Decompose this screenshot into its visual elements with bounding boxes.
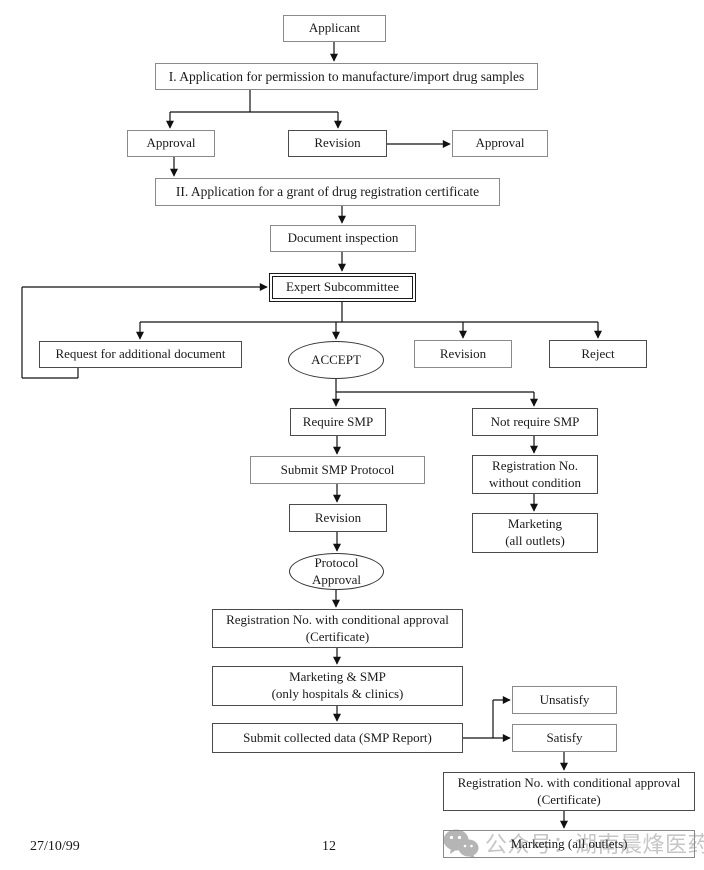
node-applicant: Applicant bbox=[283, 15, 386, 42]
node-submit-smp-protocol: Submit SMP Protocol bbox=[250, 456, 425, 484]
node-request-additional-document: Request for additional document bbox=[39, 341, 242, 368]
node-revision-mid: Revision bbox=[414, 340, 512, 368]
node-step1-application-samples: I. Application for permission to manufac… bbox=[155, 63, 538, 90]
node-not-require-smp: Not require SMP bbox=[472, 408, 598, 436]
node-registration-conditional-1: Registration No. with conditional approv… bbox=[212, 609, 463, 648]
node-registration-no-without-condition: Registration No. without condition bbox=[472, 455, 598, 494]
node-registration-conditional-2: Registration No. with conditional approv… bbox=[443, 772, 695, 811]
node-approval-right: Approval bbox=[452, 130, 548, 157]
node-step2-registration-certificate: II. Application for a grant of drug regi… bbox=[155, 178, 500, 206]
node-unsatisfy: Unsatisfy bbox=[512, 686, 617, 714]
node-revision-low: Revision bbox=[289, 504, 387, 532]
footer-date: 27/10/99 bbox=[30, 839, 80, 854]
footer-page-number: 12 bbox=[322, 839, 336, 854]
node-require-smp: Require SMP bbox=[290, 408, 386, 436]
node-marketing-all-outlets-bottom: Marketing (all outlets) bbox=[443, 830, 695, 858]
node-approval-left: Approval bbox=[127, 130, 215, 157]
node-marketing-all-outlets-right: Marketing (all outlets) bbox=[472, 513, 598, 553]
node-accept: ACCEPT bbox=[288, 341, 384, 379]
node-submit-collected-data: Submit collected data (SMP Report) bbox=[212, 723, 463, 753]
node-revision-top: Revision bbox=[288, 130, 387, 157]
node-reject: Reject bbox=[549, 340, 647, 368]
node-marketing-smp: Marketing & SMP (only hospitals & clinic… bbox=[212, 666, 463, 706]
node-protocol-approval: Protocol Approval bbox=[289, 553, 384, 590]
node-satisfy: Satisfy bbox=[512, 724, 617, 752]
node-document-inspection: Document inspection bbox=[270, 225, 416, 252]
node-expert-subcommittee: Expert Subcommittee bbox=[269, 273, 416, 302]
